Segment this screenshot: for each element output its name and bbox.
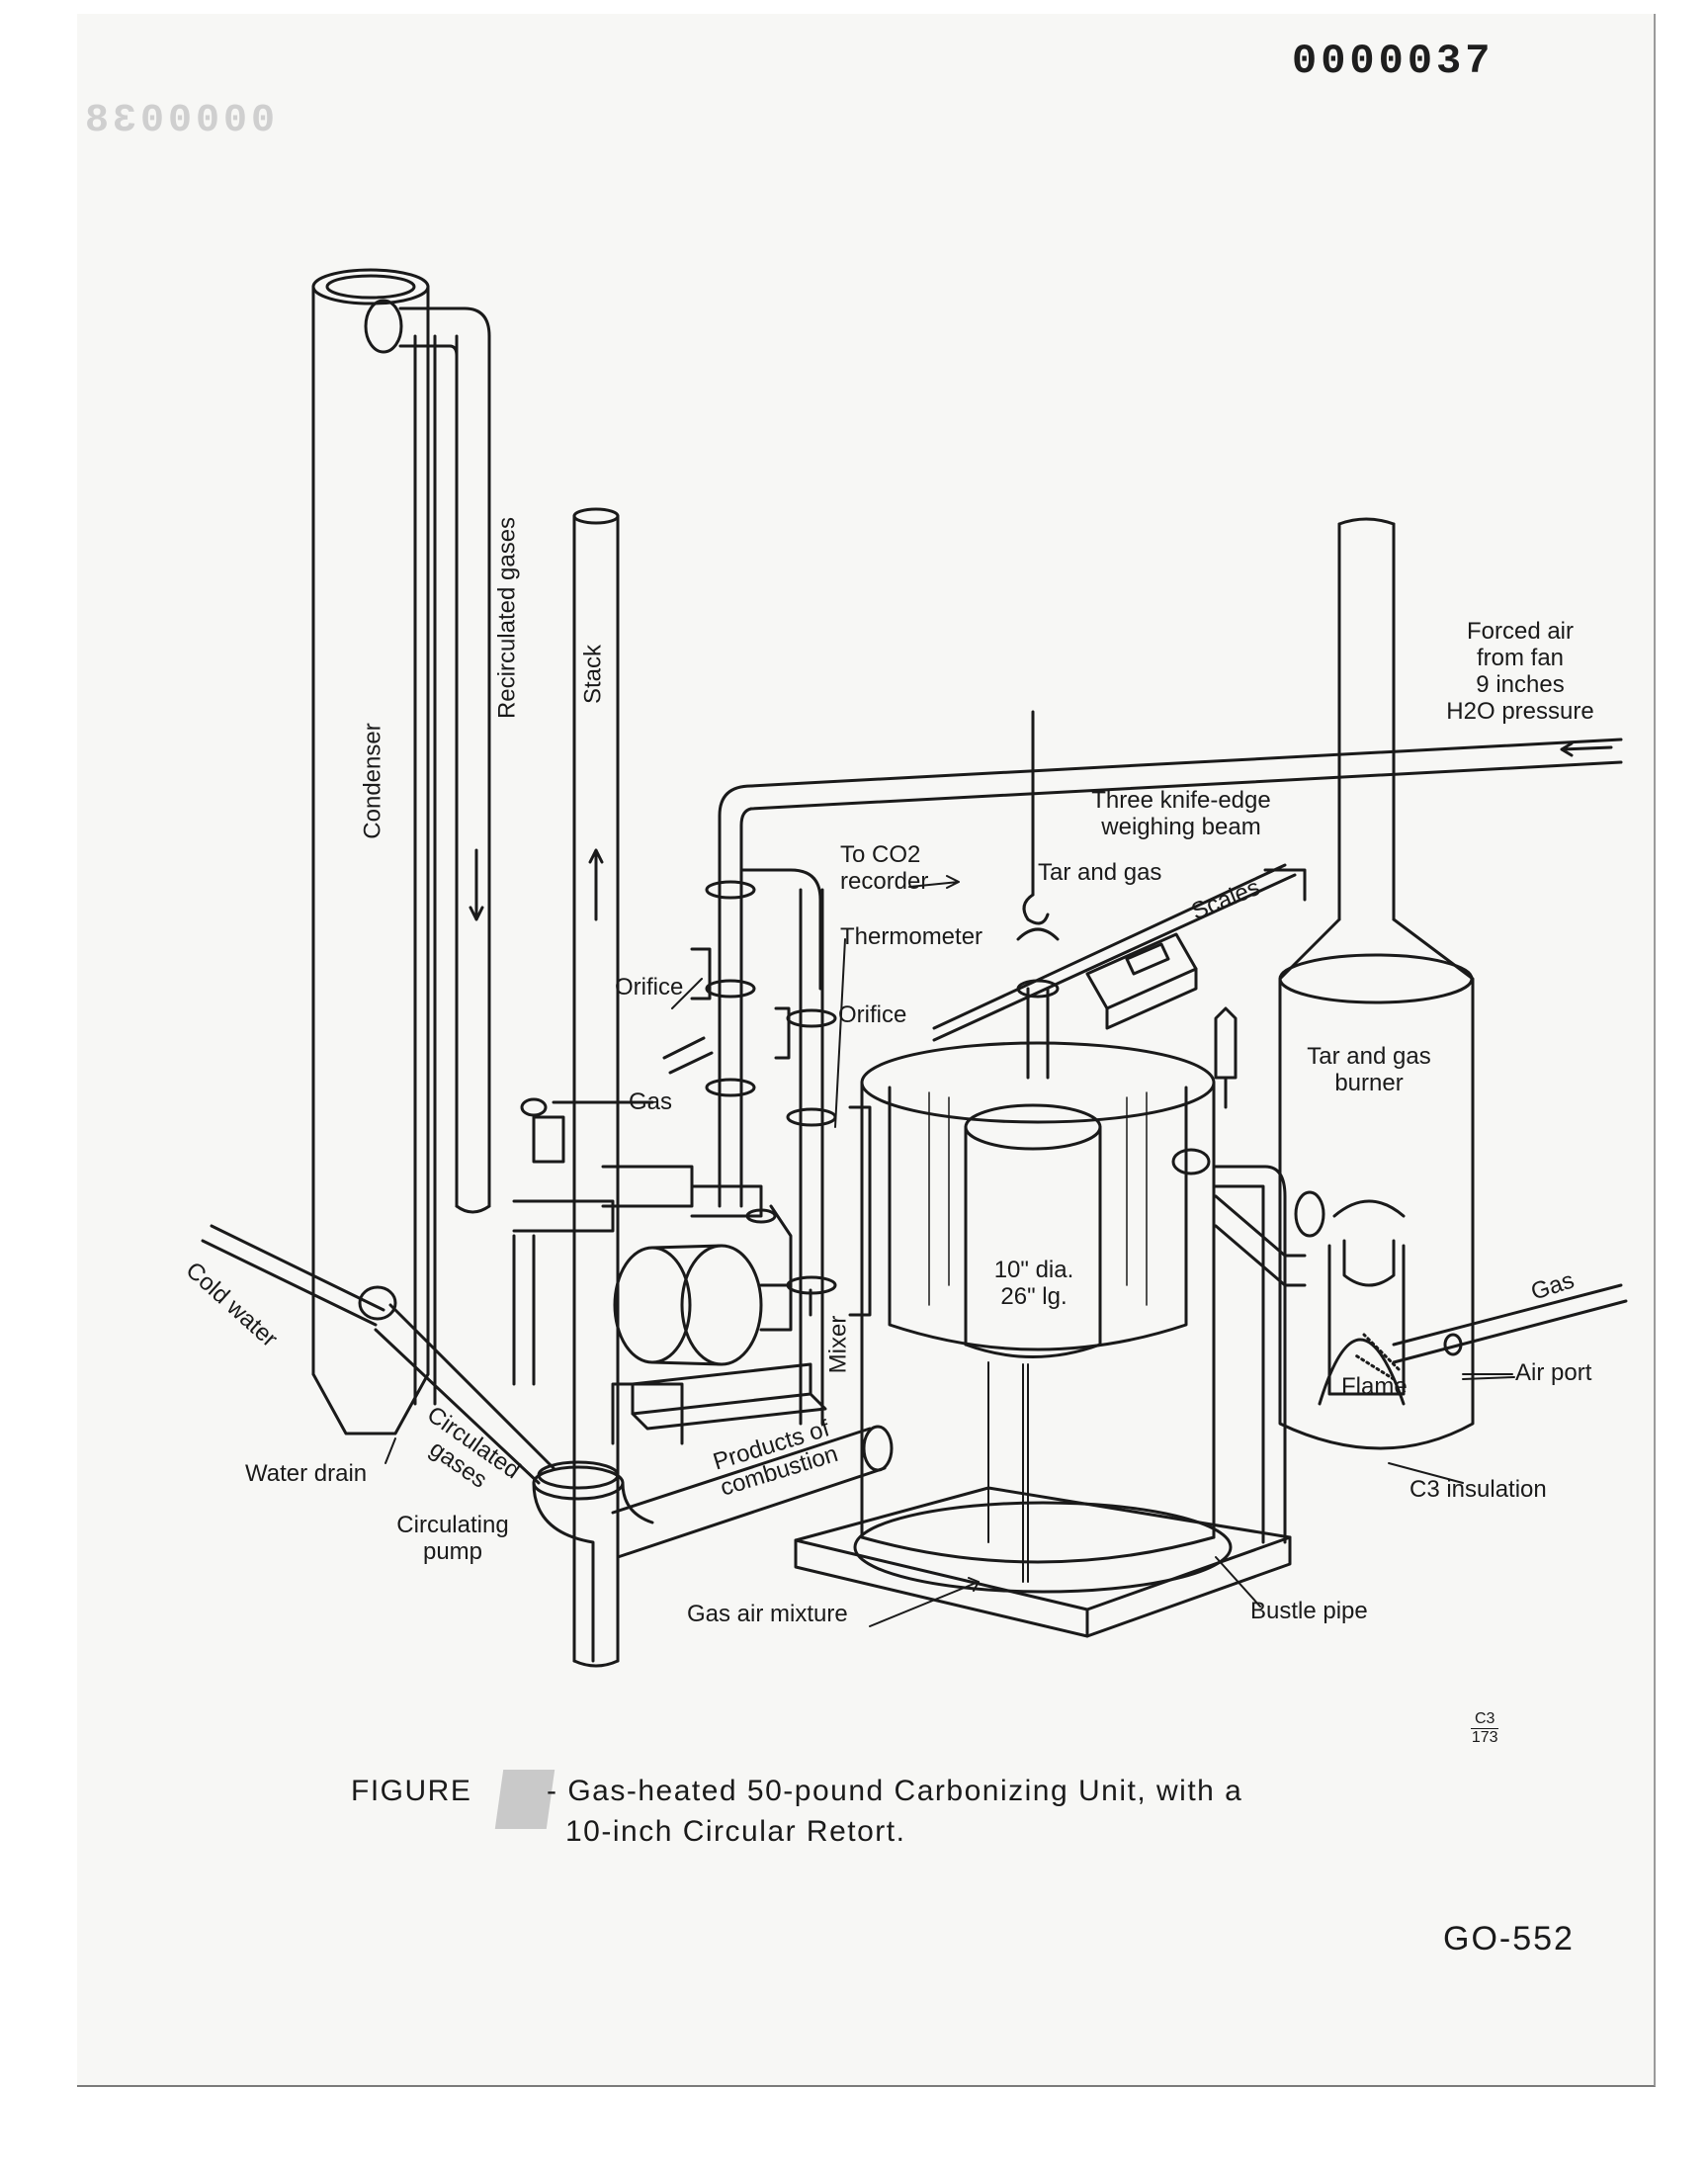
retort-length: 26" lg. <box>1000 1282 1068 1310</box>
tar-and-gas-burner-label: Tar and gas burner <box>1285 1043 1453 1097</box>
note-top: C3 <box>1471 1710 1499 1729</box>
forced-air-line-1: Forced air <box>1466 618 1575 645</box>
thermometer-label: Thermometer <box>840 923 983 950</box>
weighing-beam-line-2: weighing beam <box>1101 813 1261 840</box>
circulating-pump-label: Circulating pump <box>374 1512 532 1566</box>
page-number-stamp: 0000037 <box>1292 38 1494 85</box>
caption-figure-word: FIGURE <box>351 1775 472 1807</box>
burner-line-1: Tar and gas <box>1307 1043 1431 1070</box>
forced-air-header <box>718 738 1623 912</box>
retort-furnace <box>860 927 1216 1583</box>
tar-and-gas-burner <box>1278 517 1628 1450</box>
orifice-piping <box>520 868 837 1426</box>
handwritten-note: C3 173 <box>1471 1710 1499 1746</box>
caption-line-2: 10-inch Circular Retort. <box>565 1815 906 1848</box>
condenser-label: Condenser <box>359 723 386 839</box>
recirculated-gases-pipe <box>455 334 491 1214</box>
gas-left-label: Gas <box>629 1088 673 1115</box>
condenser-elbow <box>364 299 491 358</box>
note-bottom: 173 <box>1471 1728 1498 1746</box>
to-co2-line-1: To CO2 <box>840 841 921 868</box>
orifice-right-label: Orifice <box>838 1001 907 1028</box>
weighing-beam-line-1: Three knife-edge <box>1091 787 1271 814</box>
circulating-pump-assembly <box>532 1244 827 1663</box>
pump-line-2: pump <box>422 1537 483 1565</box>
mixer-label: Mixer <box>824 1315 852 1374</box>
weighing-hook <box>1022 710 1050 925</box>
condenser-column <box>311 268 430 1436</box>
document-id: GO-552 <box>1443 1920 1575 1958</box>
mixer-assembly <box>512 1105 872 1386</box>
c3-insulation-label: C3 insulation <box>1409 1476 1547 1503</box>
retort-size-label: 10" dia. 26" lg. <box>975 1257 1093 1311</box>
recirculated-gases-label: Recirculated gases <box>493 516 521 720</box>
caption-line-1: - Gas-heated 50-pound Carbonizing Unit, … <box>547 1775 1243 1807</box>
weighing-beam <box>932 863 1307 1042</box>
stack-label: Stack <box>579 644 607 705</box>
retort-dia: 10" dia. <box>993 1257 1074 1283</box>
document-sheet <box>77 14 1656 2087</box>
stack-pipe <box>572 507 620 1668</box>
to-co2-recorder-label: To CO2 recorder <box>840 841 929 896</box>
forced-air-line-3: 9 inches <box>1476 670 1565 698</box>
pump-line-1: Circulating <box>396 1512 509 1538</box>
cold-water-pipe <box>201 1224 555 1485</box>
flame-label: Flame <box>1341 1373 1408 1400</box>
burner-line-2: burner <box>1334 1069 1404 1096</box>
gas-air-mixture-label: Gas air mixture <box>687 1601 848 1627</box>
weighing-beam-label: Three knife-edge weighing beam <box>1068 787 1295 841</box>
orifice-left-label: Orifice <box>615 974 684 1000</box>
bustle-pipe-label: Bustle pipe <box>1250 1598 1368 1624</box>
products-of-combustion-pipe <box>611 1425 894 1559</box>
water-drain-label: Water drain <box>245 1460 368 1487</box>
forced-air-label: Forced air from fan 9 inches H2O pressur… <box>1431 618 1609 726</box>
air-port-label: Air port <box>1515 1359 1592 1386</box>
base-platform <box>794 1486 1292 1638</box>
forced-air-line-2: from fan <box>1476 644 1565 671</box>
to-co2-line-2: recorder <box>840 867 929 895</box>
tar-and-gas-label: Tar and gas <box>1038 859 1162 886</box>
forced-air-line-4: H2O pressure <box>1446 697 1594 725</box>
leader-lines <box>384 875 1515 1627</box>
